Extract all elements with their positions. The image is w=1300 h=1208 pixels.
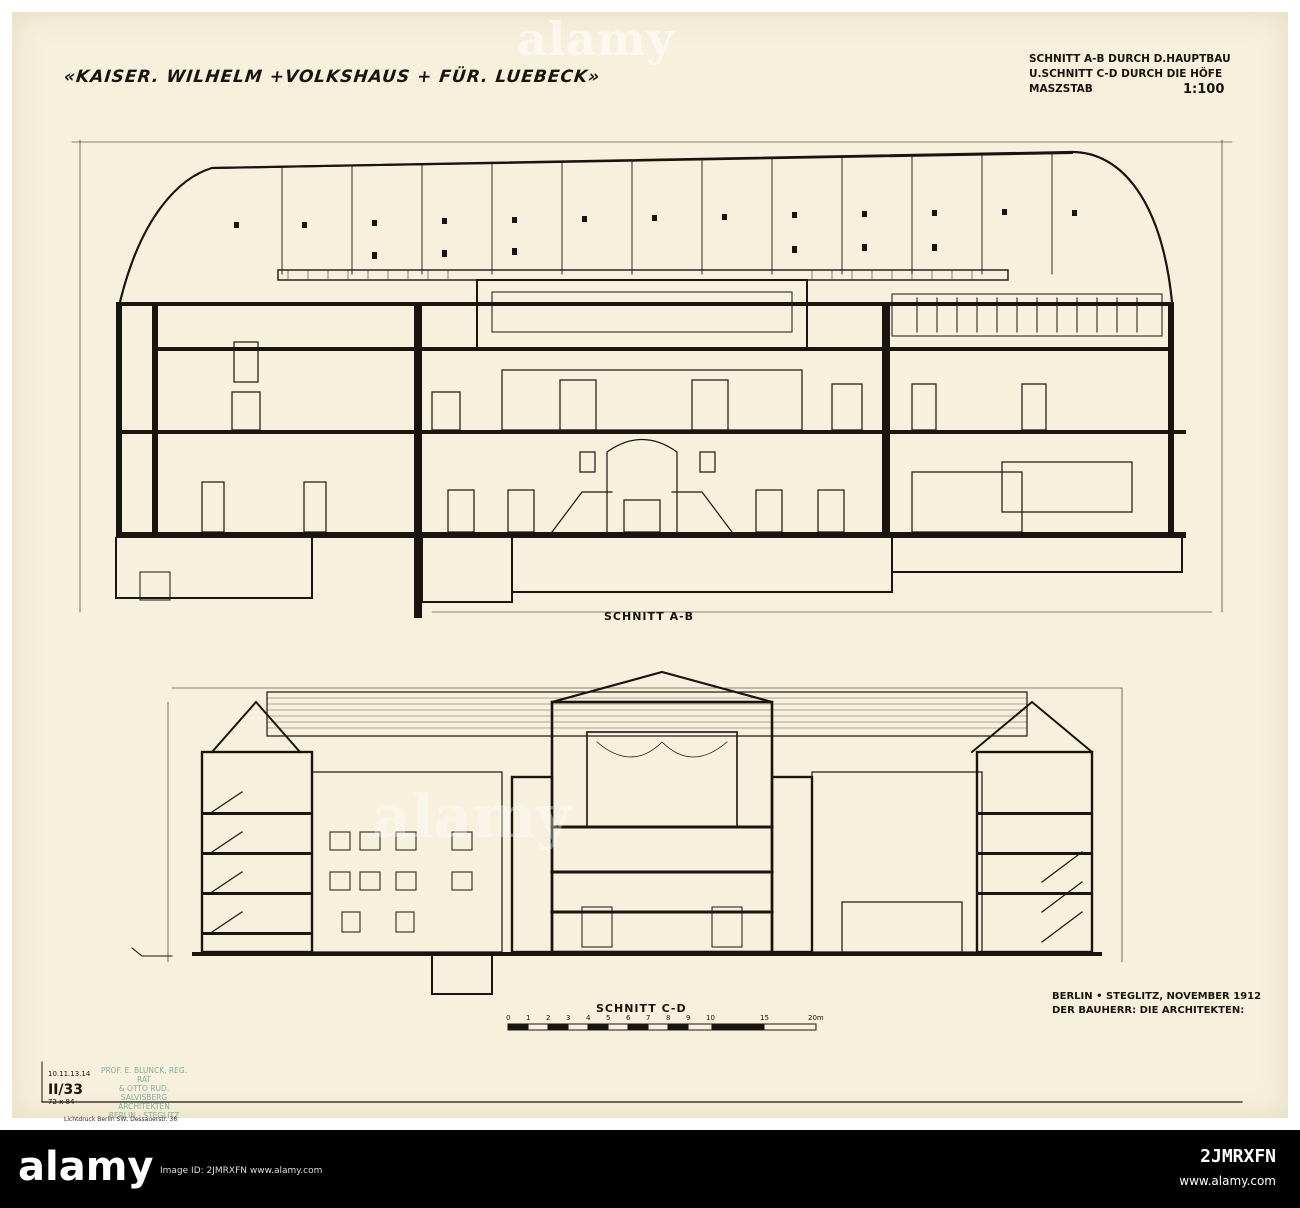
footer-caption: Image ID: 2JMRXFN www.alamy.com xyxy=(160,1166,323,1176)
header-line-2: U.SCHNITT C-D DURCH DIE HÖFE xyxy=(1029,68,1223,80)
stamp-line-1: PROF. E. BLUNCK, REG. RAT xyxy=(100,1066,188,1084)
section-drawings: 0 1 2 3 4 5 6 7 8 9 10 15 20m xyxy=(41,139,1243,1103)
scale-label-2: 2 xyxy=(546,1014,550,1022)
drawing-header: SCHNITT A-B DURCH D.HAUPTBAU U.SCHNITT C… xyxy=(1029,52,1231,97)
sheet-number: II/33 xyxy=(48,1082,84,1098)
scale-label-8: 8 xyxy=(666,1014,670,1022)
scale-label-1: 1 xyxy=(526,1014,530,1022)
scale-label-7: 7 xyxy=(646,1014,650,1022)
scale-label-15: 15 xyxy=(760,1014,769,1022)
signature-line-2: DER BAUHERR: DIE ARCHITEKTEN: xyxy=(1052,1005,1245,1016)
scale-label-3: 3 xyxy=(566,1014,570,1022)
footer-image-id: 2JMRXFN xyxy=(1200,1146,1276,1167)
header-line-1: SCHNITT A-B DURCH D.HAUPTBAU xyxy=(1029,53,1231,65)
signature-block: BERLIN • STEGLITZ, NOVEMBER 1912 DER BAU… xyxy=(1052,990,1261,1018)
header-line-3: MASZSTAB xyxy=(1029,83,1093,95)
footer-bar: alamy Image ID: 2JMRXFN www.alamy.com 2J… xyxy=(0,1130,1300,1208)
architect-stamp: PROF. E. BLUNCK, REG. RAT & OTTO RUD. SA… xyxy=(98,1066,190,1120)
watermark-center: alamy xyxy=(372,782,571,852)
stamp-line-2: & OTTO RUD. SALVISBERG xyxy=(118,1084,170,1102)
scale-label-0: 0 xyxy=(506,1014,510,1022)
sheet-format: 72 x 84 xyxy=(48,1098,75,1106)
section-cd-drawing xyxy=(131,670,1123,995)
stamp-line-3: ARCHITEKTEN xyxy=(118,1102,170,1111)
scale-label-6: 6 xyxy=(626,1014,631,1022)
signature-line-1: BERLIN • STEGLITZ, NOVEMBER 1912 xyxy=(1052,991,1262,1002)
drawing-scale: 1:100 xyxy=(1183,82,1225,97)
scale-bar xyxy=(507,1023,817,1031)
printer-note: Lichtdruck Berlin SW, Dessauerstr. 36 xyxy=(64,1116,178,1123)
drawing-title: «KAISER. WILHELM +VOLKSHAUS + FÜR. LUEBE… xyxy=(62,67,602,87)
scale-label-10: 10 xyxy=(706,1014,715,1022)
sheet-date: 10.11.13.14 xyxy=(48,1070,91,1078)
stamp-line-4: BERLIN - STEGLITZ xyxy=(108,1111,180,1120)
section-cd-label: SCHNITT C-D xyxy=(596,1002,687,1015)
scale-label-20: 20m xyxy=(808,1014,824,1022)
footer-site-link[interactable]: www.alamy.com xyxy=(1179,1174,1276,1188)
drawing-sheet: 0 1 2 3 4 5 6 7 8 9 10 15 20m «KAISER. W… xyxy=(12,12,1288,1123)
sheet-number-block: 10.11.13.14 II/33 72 x 84 xyxy=(48,1070,98,1106)
scale-label-9: 9 xyxy=(686,1014,690,1022)
scale-label-4: 4 xyxy=(586,1014,591,1022)
scale-label-5: 5 xyxy=(606,1014,610,1022)
watermark-top: alamy xyxy=(517,12,675,66)
section-ab-label: SCHNITT A-B xyxy=(604,610,695,623)
footer-brand-logo[interactable]: alamy xyxy=(18,1144,154,1190)
section-ab-drawing xyxy=(71,139,1233,618)
